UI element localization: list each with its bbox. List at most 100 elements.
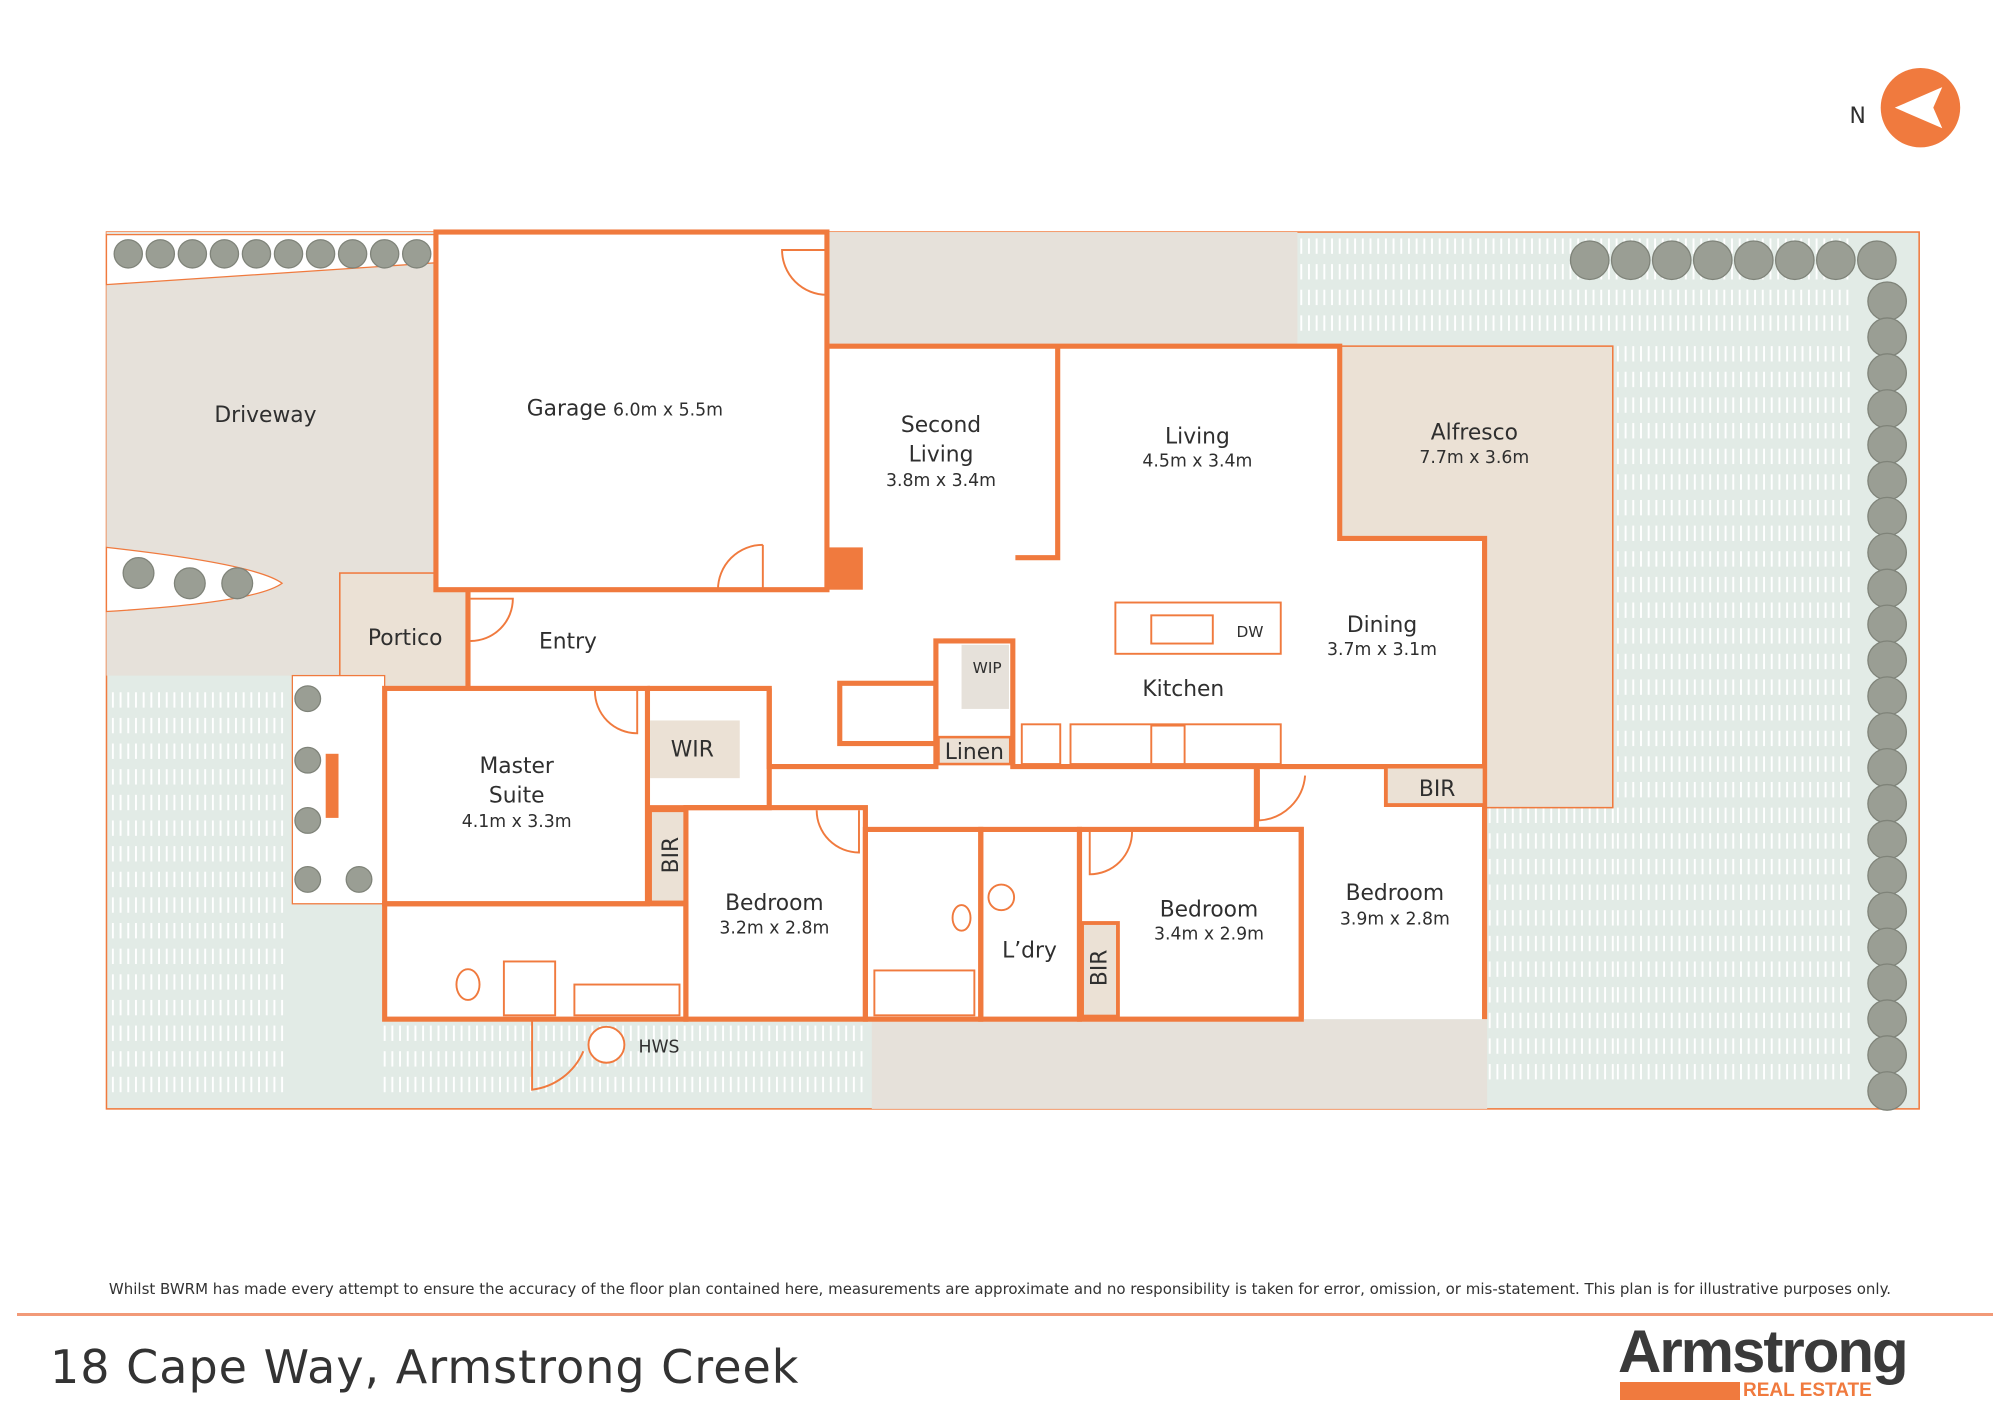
hedge-icon (1867, 855, 1907, 896)
door-icon (781, 249, 827, 296)
cooktop-icon (1150, 724, 1186, 766)
door-icon (1088, 831, 1134, 876)
hedge-icon (1867, 640, 1907, 681)
basin-icon (951, 904, 972, 932)
hedge-icon (209, 239, 240, 269)
bir-bed3-closet (1080, 921, 1120, 1019)
master-dims: 4.1m x 3.3m (462, 812, 572, 832)
hedge-icon (294, 806, 322, 834)
garage-dims: 6.0m x 5.5m (613, 400, 723, 420)
second-living-label-2: Living (909, 443, 974, 468)
wir-label: WIR (671, 737, 714, 762)
driveway-label: Driveway (214, 403, 316, 428)
living-dims: 4.5m x 3.4m (1142, 452, 1252, 472)
toilet-icon (455, 968, 481, 1001)
hedge-icon (1610, 240, 1651, 281)
hedge-icon (1692, 240, 1733, 281)
fridge-icon (1020, 723, 1062, 766)
vanity-icon (573, 983, 681, 1017)
logo-bar (1620, 1382, 1740, 1400)
hedge-icon (1867, 891, 1907, 932)
hedge-icon (294, 685, 322, 713)
door-icon (531, 1019, 585, 1091)
hedge-icon (1867, 532, 1907, 573)
bath-icon (873, 969, 976, 1017)
hedge-icon (1867, 317, 1907, 358)
alfresco-label: Alfresco (1431, 421, 1518, 446)
paving-north (826, 232, 1298, 347)
hedge-icon (1867, 819, 1907, 860)
garage-pillar (826, 547, 863, 590)
alfresco-dims: 7.7m x 3.6m (1419, 448, 1529, 468)
dining-dims: 3.7m x 3.1m (1327, 640, 1437, 660)
hedge-icon (294, 865, 322, 893)
hedge-icon (1867, 999, 1907, 1040)
hedge-icon (113, 239, 144, 269)
hedge-icon (173, 567, 206, 600)
hedge-icon (1867, 389, 1907, 429)
bedroom2-label: Bedroom (725, 891, 824, 916)
disclaimer: Whilst BWRM has made every attempt to en… (108, 1280, 1892, 1298)
hedge-icon (345, 865, 373, 893)
wip-pantry (961, 644, 1009, 709)
hedge-icon (177, 239, 208, 269)
hedge-icon (294, 746, 322, 774)
hedge-icon (1774, 240, 1815, 281)
hall-wall (766, 638, 1257, 770)
hedge-icon (1867, 496, 1907, 537)
entry-label: Entry (539, 630, 597, 655)
hedge-icon (1867, 783, 1907, 824)
living-label: Living (1165, 425, 1230, 450)
hedge-icon (273, 239, 304, 269)
hws-icon (587, 1025, 626, 1064)
north-arrow-icon (1894, 87, 1943, 129)
bir-bed3-label: BIR (1087, 950, 1112, 987)
bir-bed4-label: BIR (1419, 777, 1456, 802)
hedge-icon (337, 239, 368, 269)
hedge-icon (305, 239, 336, 269)
garage-label: Garage (527, 396, 607, 421)
hedge-icon (1867, 676, 1907, 716)
hedge-icon (1867, 424, 1907, 465)
hedge-icon (1867, 604, 1907, 645)
door-icon (593, 690, 639, 735)
wir-closet (650, 720, 740, 779)
hedge-icon (1867, 712, 1907, 752)
hedge-icon (1867, 281, 1907, 322)
portico-label: Portico (368, 626, 443, 651)
paving-south (871, 1019, 1488, 1109)
bedroom4-walls (1253, 764, 1485, 1020)
agency-logo: Armstrong REAL ESTATE (1618, 1318, 1933, 1401)
kitchen-sink-icon (1150, 614, 1214, 645)
second-living-label: Second (901, 413, 981, 438)
hedges (113, 239, 1907, 1111)
bedroom2-dims: 3.2m x 2.8m (719, 918, 829, 938)
hedge-icon (1867, 1035, 1907, 1075)
logo-wordmark: Armstrong (1618, 1318, 1909, 1385)
gate (325, 753, 339, 818)
house-floor (384, 232, 1485, 1020)
shower-icon (502, 960, 557, 1017)
door-icon (815, 810, 860, 854)
hedge-icon (1867, 1071, 1907, 1111)
wip-label: WIP (973, 659, 1002, 677)
hedge-icon (1867, 748, 1907, 788)
footer-divider (17, 1313, 1993, 1316)
living-walls (826, 343, 1488, 1020)
lawn-texture (111, 238, 1850, 1093)
dining-label: Dining (1347, 613, 1417, 638)
bedroom4-dims: 3.9m x 2.8m (1340, 909, 1450, 929)
hedge-icon (369, 239, 400, 269)
door-icon (470, 597, 514, 642)
hedge-icon (1856, 240, 1897, 281)
kitchen-label: Kitchen (1142, 677, 1224, 702)
master-label: Master (480, 754, 554, 779)
second-living-dims: 3.8m x 3.4m (886, 471, 996, 491)
garage-walls (433, 229, 830, 593)
bir-master-label: BIR (659, 837, 684, 874)
linen-closet (937, 735, 1012, 766)
logo-subtitle: REAL ESTATE (1743, 1380, 1872, 1401)
north-label: N (1849, 104, 1865, 129)
laundry-label: L’dry (1002, 939, 1057, 964)
